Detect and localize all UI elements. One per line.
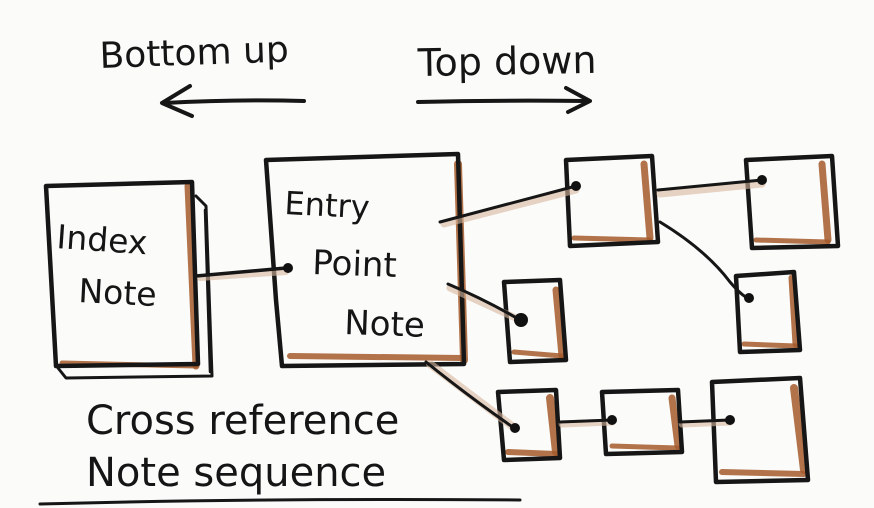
entry-note-title-line3: Note: [344, 303, 426, 346]
note-a-to-note-d-link: [658, 220, 754, 303]
note-f: [599, 387, 685, 457]
index-note-title-line2: Note: [78, 271, 158, 314]
note-f-to-note-g-link: [678, 415, 735, 428]
index-note-title-line1: Index: [55, 217, 148, 262]
note-c: [501, 277, 569, 365]
top-down-label: Top down: [416, 38, 596, 85]
note-e-to-note-f-link: [558, 415, 617, 428]
entry-to-note-c-link: [446, 282, 528, 327]
note-a: [563, 153, 661, 249]
link-dot: [283, 263, 293, 273]
bottom-up-label: Bottom up: [99, 29, 289, 77]
bottom-up-arrow: [160, 84, 306, 118]
caption-cross-reference: Cross reference: [86, 398, 399, 444]
entry-note-title-line1: Entry: [284, 184, 371, 226]
bottom-edge-stroke: [38, 498, 522, 506]
note-a-to-note-b-link: [656, 175, 767, 198]
entry-point-note: Entry Point Note: [263, 151, 468, 369]
entry-to-note-e-link: [424, 360, 520, 433]
index-note: Index Note: [43, 179, 214, 380]
note-g: [709, 375, 811, 485]
note-e: [495, 387, 563, 463]
note-b: [743, 153, 841, 251]
entry-to-note-a-link: [438, 181, 581, 228]
entry-note-title-line2: Point: [312, 243, 398, 286]
index-to-entry-link: [194, 263, 293, 281]
note-d: [733, 269, 803, 355]
caption-note-sequence: Note sequence: [86, 450, 386, 496]
top-down-arrow: [416, 86, 592, 114]
